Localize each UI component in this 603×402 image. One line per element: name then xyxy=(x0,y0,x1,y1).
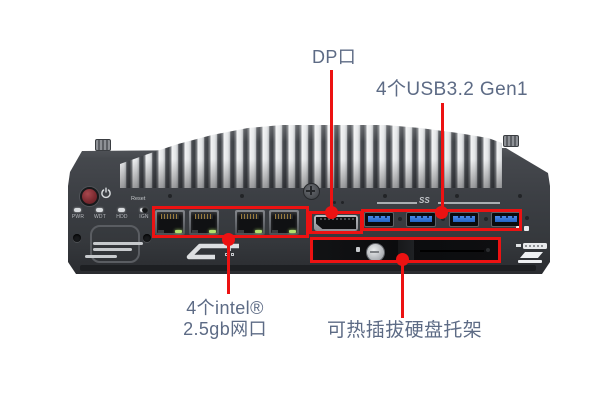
lan-ports-label-line2: 2.5gb网口 xyxy=(183,319,267,339)
antenna-connector-left-icon xyxy=(95,139,111,151)
lan-link-led xyxy=(158,230,164,233)
lan-port-pins xyxy=(195,214,213,219)
side-label-fragment xyxy=(516,244,521,247)
ss-logo-line xyxy=(377,202,417,204)
wdt-led xyxy=(96,208,103,212)
usb-callout-line xyxy=(441,103,444,212)
usb-ports-label: 4个USB3.2 Gen1 xyxy=(376,79,529,100)
lan-port-pins xyxy=(241,214,259,219)
lan-port-3 xyxy=(235,210,265,235)
power-button xyxy=(80,187,99,206)
lan-link-led xyxy=(192,230,198,233)
usb-port-3 xyxy=(449,212,479,227)
lan-port-pins xyxy=(275,214,293,219)
tray-callout-line xyxy=(401,259,404,318)
hdd-led xyxy=(118,208,125,212)
lan-link-led xyxy=(272,230,278,233)
lan-group-icon xyxy=(231,253,234,256)
displayport-pins xyxy=(320,218,354,220)
displayport-opening xyxy=(316,217,356,229)
chassis-bottom-edge xyxy=(80,265,536,271)
usb-port-2 xyxy=(406,212,436,227)
panel-dot xyxy=(341,201,344,204)
superspeed-usb-logo: SS xyxy=(419,196,430,205)
heatsink-fins xyxy=(120,125,502,188)
usb-tongue xyxy=(495,216,517,222)
panel-dot xyxy=(398,217,402,221)
panel-dot xyxy=(484,217,488,221)
antenna-connector-right-icon xyxy=(503,135,519,147)
reset-label: Reset xyxy=(131,196,146,202)
panel-dot xyxy=(333,201,336,204)
usb-tongue xyxy=(453,216,475,222)
lan-callout-line xyxy=(227,240,230,294)
tray-slot-line xyxy=(420,250,484,252)
lan-link-led xyxy=(238,230,244,233)
status-square-led xyxy=(524,226,529,231)
panel-dot xyxy=(518,194,522,198)
drive-eject-icon xyxy=(518,260,542,263)
panel-dot xyxy=(240,194,244,198)
panel-dot xyxy=(441,217,445,221)
lan-port-4 xyxy=(269,210,299,235)
tray-pinhole xyxy=(486,248,490,252)
lan-port-1 xyxy=(155,210,185,235)
ign-led-label: IGN xyxy=(139,214,149,220)
drive-eject-icon xyxy=(520,252,543,258)
pwr-led-label: PWR xyxy=(71,214,85,220)
lan-activity-led xyxy=(209,230,216,233)
panel-screw-icon xyxy=(303,183,320,200)
screw-hole xyxy=(143,234,151,242)
lan-activity-led xyxy=(175,230,182,233)
panel-dot xyxy=(383,194,387,198)
usb-callout-dot xyxy=(435,206,448,219)
panel-dot xyxy=(525,216,529,220)
wdt-led-label: WDT xyxy=(94,214,106,220)
lan-activity-led xyxy=(255,230,262,233)
lock-icon xyxy=(356,247,360,252)
panel-swoosh-graphic xyxy=(186,243,239,260)
dp-port-label: DP口 xyxy=(312,47,357,67)
usb-tongue xyxy=(368,216,390,222)
vent-line xyxy=(93,248,132,251)
vent-line xyxy=(93,242,143,245)
usb-port-1 xyxy=(364,212,394,227)
power-icon xyxy=(101,187,111,199)
reset-button xyxy=(142,207,148,213)
displayport-connector xyxy=(314,215,358,231)
ss-logo-line xyxy=(438,202,500,204)
vent-line xyxy=(85,255,117,258)
usb-tongue xyxy=(410,216,432,222)
dp-callout-dot xyxy=(325,206,338,219)
lan-callout-dot xyxy=(222,233,235,246)
tray-label: 可热插拔硬盘托架 xyxy=(327,320,483,341)
pwr-led xyxy=(74,208,81,212)
lan-ports-label-line1: 4个intel® xyxy=(186,298,264,318)
screw-hole xyxy=(73,234,81,242)
side-label xyxy=(523,243,547,249)
hdd-led-label: HDD xyxy=(116,214,128,220)
tray-callout-dot xyxy=(396,253,409,266)
lan-port-2 xyxy=(189,210,219,235)
panel-dot xyxy=(168,194,172,198)
lan-activity-led xyxy=(289,230,296,233)
dp-callout-line xyxy=(330,70,333,212)
lan-port-pins xyxy=(161,214,179,219)
lan-ports-label: 4个intel® 2.5gb网口 xyxy=(165,298,285,340)
panel-dot xyxy=(455,194,459,198)
